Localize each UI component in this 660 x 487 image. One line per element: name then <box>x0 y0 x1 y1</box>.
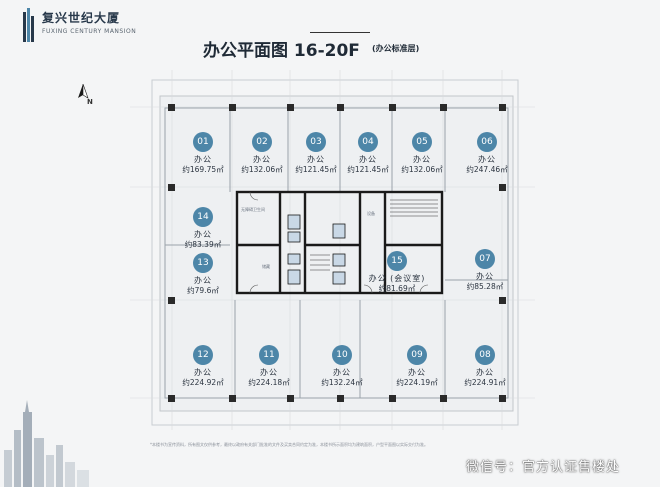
north-arrow-icon <box>78 83 89 99</box>
unit-label: 办公 (会议室) <box>368 274 426 283</box>
unit-area: 约132.24㎡ <box>321 378 363 387</box>
watermark-text: 微信号：官方认证售楼处 <box>466 460 621 475</box>
disclaimer-text: *本楼书为宣传资料，所有图文仅供参考，最终以政府有关部门批准的文件及买卖合同约定… <box>150 442 428 447</box>
unit-07[interactable]: 07 办公约85.28㎡ <box>450 249 520 292</box>
unit-03[interactable]: 03 办公约121.45㎡ <box>281 132 351 175</box>
unit-04[interactable]: 04 办公约121.45㎡ <box>333 132 403 175</box>
unit-09[interactable]: 09 办公约224.19㎡ <box>382 345 452 388</box>
elevator-shafts <box>287 214 346 285</box>
unit-05[interactable]: 05 办公约132.06㎡ <box>387 132 457 175</box>
brand-name-cn: 复兴世纪大厦 <box>42 11 121 25</box>
unit-label: 办公 <box>333 368 351 377</box>
unit-number-badge: 06 <box>477 132 497 152</box>
unit-label: 办公 <box>194 155 212 164</box>
unit-label: 办公 <box>413 155 431 164</box>
unit-06[interactable]: 06 办公约247.46㎡ <box>452 132 522 175</box>
unit-area: 约81.69㎡ <box>378 284 416 293</box>
restroom-label: 无障碍卫生间 <box>241 207 265 212</box>
unit-label: 办公 <box>253 155 271 164</box>
unit-label: 办公 <box>194 368 212 377</box>
title-divider <box>310 32 370 33</box>
unit-label: 办公 <box>359 155 377 164</box>
unit-area: 约85.28㎡ <box>466 282 504 291</box>
unit-number-badge: 12 <box>193 345 213 365</box>
north-arrow: N <box>76 83 94 110</box>
unit-14[interactable]: 14 办公约83.39㎡ <box>168 207 238 250</box>
unit-01[interactable]: 01 办公约169.75㎡ <box>168 132 238 175</box>
unit-label: 办公 <box>194 230 212 239</box>
page-subtitle: (办公标准层) <box>372 44 420 53</box>
storage-label: 储藏 <box>262 264 270 269</box>
unit-area: 约121.45㎡ <box>295 165 337 174</box>
unit-label: 办公 <box>194 276 212 285</box>
unit-area: 约121.45㎡ <box>347 165 389 174</box>
unit-number-badge: 10 <box>332 345 352 365</box>
unit-label: 办公 <box>476 368 494 377</box>
unit-area: 约224.92㎡ <box>182 378 224 387</box>
unit-area: 约224.19㎡ <box>396 378 438 387</box>
unit-number-badge: 15 <box>387 251 407 271</box>
page-title: 办公平面图 16-20F <box>203 41 360 61</box>
unit-number-badge: 08 <box>475 345 495 365</box>
unit-area: 约247.46㎡ <box>466 165 508 174</box>
unit-02[interactable]: 02 办公约132.06㎡ <box>227 132 297 175</box>
unit-label: 办公 <box>476 272 494 281</box>
page-header: 办公平面图 16-20F (办公标准层) <box>200 22 500 62</box>
unit-08[interactable]: 08 办公约224.91㎡ <box>450 345 520 388</box>
unit-area: 约83.39㎡ <box>184 240 222 249</box>
unit-11[interactable]: 11 办公约224.18㎡ <box>234 345 304 388</box>
unit-number-badge: 09 <box>407 345 427 365</box>
city-skyline-image <box>4 400 89 487</box>
unit-area: 约224.91㎡ <box>464 378 506 387</box>
unit-area: 约132.06㎡ <box>401 165 443 174</box>
unit-13[interactable]: 13 办公约79.6㎡ <box>168 253 238 296</box>
unit-label: 办公 <box>307 155 325 164</box>
unit-number-badge: 14 <box>193 207 213 227</box>
unit-label: 办公 <box>260 368 278 377</box>
unit-number-badge: 07 <box>475 249 495 269</box>
unit-10[interactable]: 10 办公约132.24㎡ <box>307 345 377 388</box>
unit-number-badge: 03 <box>306 132 326 152</box>
north-letter: N <box>87 98 93 106</box>
building-logo-icon <box>23 8 34 42</box>
unit-area: 约224.18㎡ <box>248 378 290 387</box>
unit-area: 约169.75㎡ <box>182 165 224 174</box>
brand-logo: 复兴世纪大厦 FUXING CENTURY MANSION <box>22 6 162 46</box>
unit-area: 约132.06㎡ <box>241 165 283 174</box>
unit-area: 约79.6㎡ <box>187 286 219 295</box>
unit-number-badge: 13 <box>193 253 213 273</box>
unit-number-badge: 05 <box>412 132 432 152</box>
unit-number-badge: 01 <box>193 132 213 152</box>
unit-number-badge: 11 <box>259 345 279 365</box>
equipment-label: 设备 <box>367 211 375 216</box>
unit-12[interactable]: 12 办公约224.92㎡ <box>168 345 238 388</box>
unit-label: 办公 <box>478 155 496 164</box>
brand-name-en: FUXING CENTURY MANSION <box>42 28 137 35</box>
unit-15[interactable]: 15 办公 (会议室)约81.69㎡ <box>362 251 432 294</box>
unit-number-badge: 02 <box>252 132 272 152</box>
unit-label: 办公 <box>408 368 426 377</box>
unit-number-badge: 04 <box>358 132 378 152</box>
